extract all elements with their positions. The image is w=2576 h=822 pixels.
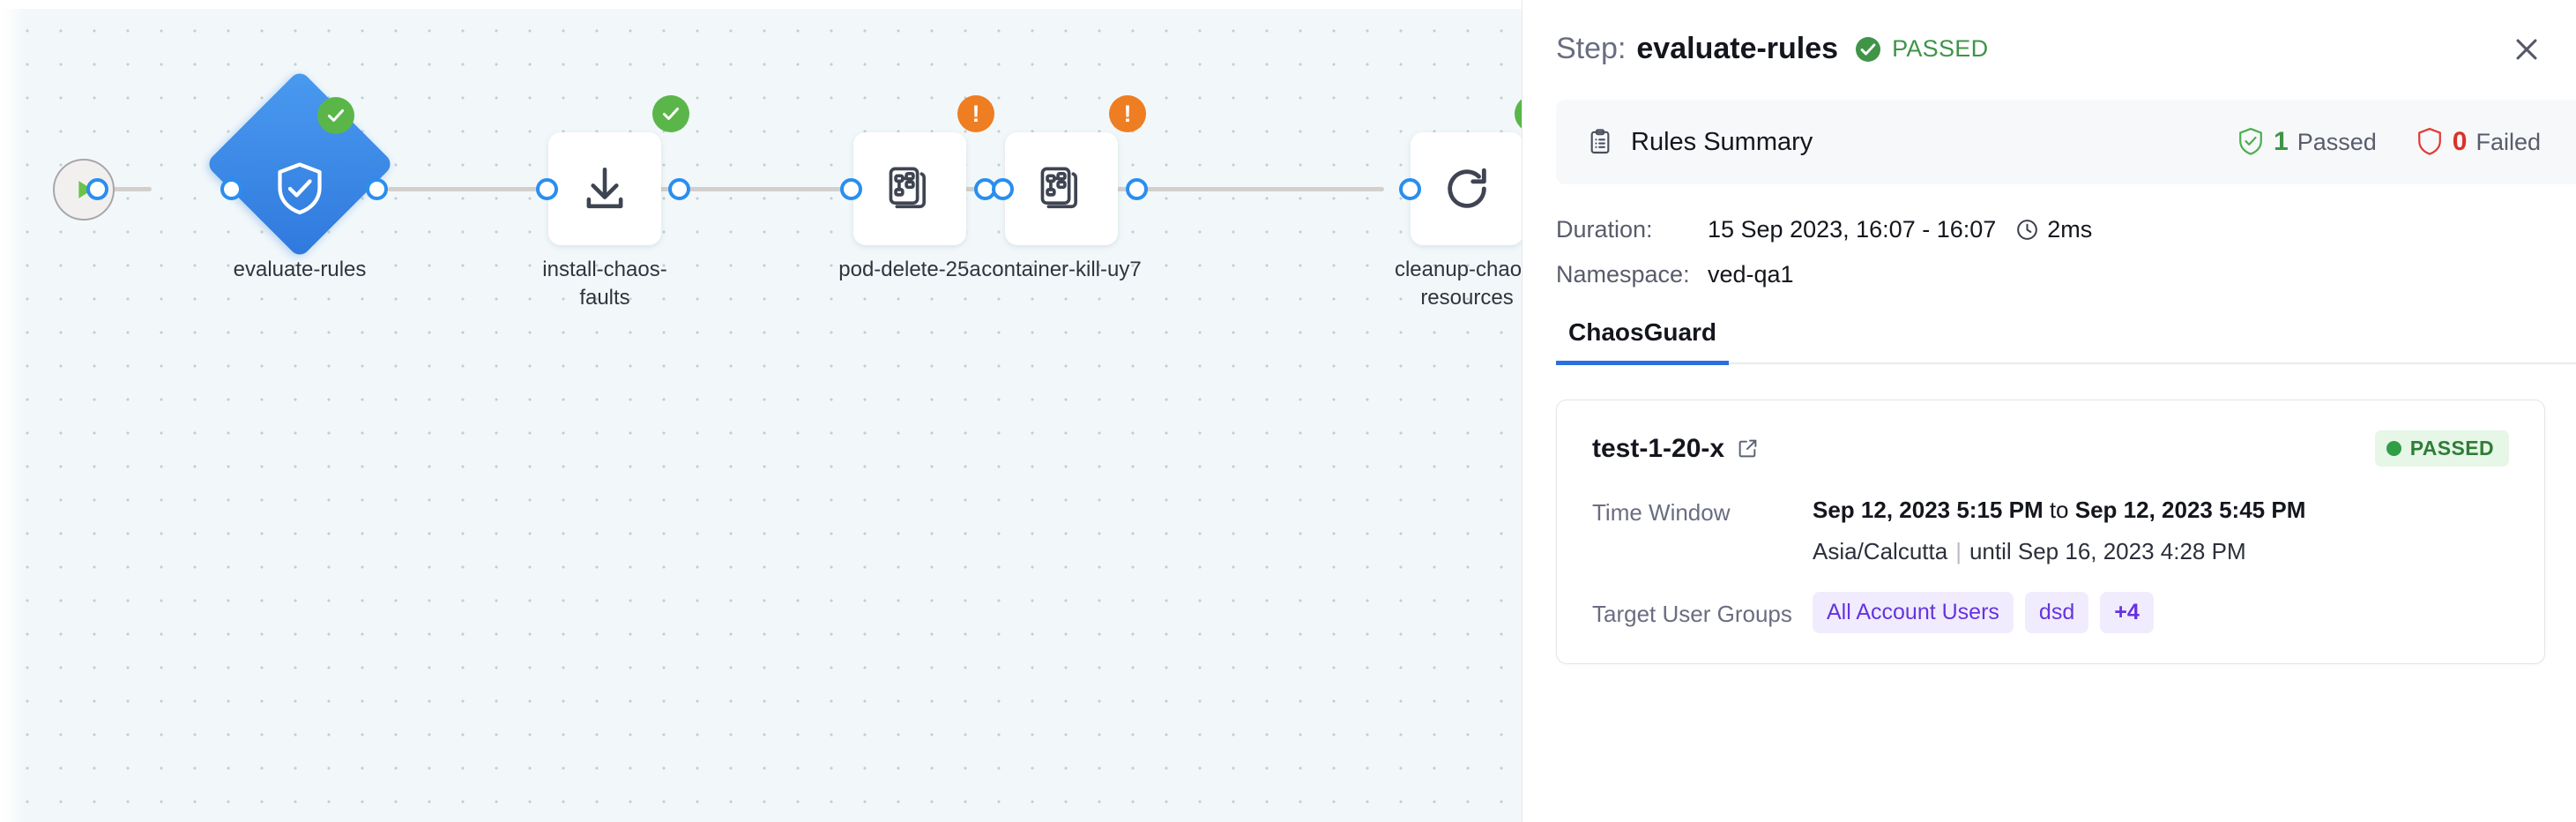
port-dot[interactable] xyxy=(668,178,690,200)
check-icon xyxy=(328,109,344,122)
test-status-badge: PASSED xyxy=(2374,430,2509,467)
rules-passed-stat: 1 Passed xyxy=(2237,127,2377,157)
panel-tabs: ChaosGuard xyxy=(1556,318,2576,365)
time-window-subline: Asia/Calcutta | until Sep 16, 2023 4:28 PM xyxy=(1813,538,2305,565)
group-chip[interactable]: dsd xyxy=(2024,592,2089,633)
test-status-label: PASSED xyxy=(2409,437,2494,460)
canvas-left-fade xyxy=(0,0,23,822)
group-chip[interactable]: All Account Users xyxy=(1813,592,2014,633)
target-user-groups-label: Target User Groups xyxy=(1592,600,1792,627)
time-window-start: Sep 12, 2023 5:15 PM xyxy=(1813,497,2044,523)
panel-header: Step: evaluate-rules PASSED xyxy=(1523,0,2576,66)
status-badge-warning: ! xyxy=(1109,95,1146,132)
check-circle-icon xyxy=(1854,35,1882,64)
time-window-end: Sep 12, 2023 5:45 PM xyxy=(2074,497,2306,523)
exclamation-icon: ! xyxy=(1123,100,1132,127)
port-dot[interactable] xyxy=(220,178,242,200)
node-label: evaluate-rules xyxy=(233,258,367,281)
time-window-value-wrap: Sep 12, 2023 5:15 PM to Sep 12, 2023 5:4… xyxy=(1813,497,2305,565)
duration-elapsed: 2ms xyxy=(2047,216,2093,243)
shield-check-icon xyxy=(2237,127,2265,157)
divider: | xyxy=(1955,538,1962,564)
node-label: container-kill-uy7 xyxy=(981,258,1142,281)
download-icon xyxy=(586,167,623,209)
rules-summary-title: Rules Summary xyxy=(1631,127,1813,156)
node-shape-box[interactable] xyxy=(548,132,661,245)
node-shape-box[interactable] xyxy=(1411,132,1522,245)
test-name: test-1-20-x xyxy=(1592,433,1725,463)
step-label: Step: xyxy=(1556,32,1627,65)
connector-rail xyxy=(97,187,152,191)
chaos-fault-icon xyxy=(889,167,926,209)
node-shape-diamond[interactable] xyxy=(205,69,395,259)
group-chip-overflow[interactable]: +4 xyxy=(2100,592,2154,633)
node-label: install-chaos-faults xyxy=(542,258,667,310)
external-link-icon[interactable] xyxy=(1737,437,1759,460)
duration-value: 15 Sep 2023, 16:07 - 16:07 xyxy=(1708,216,1997,243)
connector-rail xyxy=(1296,187,1384,191)
connector-rail xyxy=(692,187,860,191)
clipboard-icon xyxy=(1586,128,1614,156)
namespace-label: Namespace: xyxy=(1556,261,1690,288)
pipeline-canvas[interactable]: evaluate-rules install-chaos-faults xyxy=(0,0,1522,822)
canvas-top-fade xyxy=(0,0,1522,9)
step-name: evaluate-rules xyxy=(1636,32,1839,65)
timezone-value: Asia/Calcutta xyxy=(1813,538,1948,564)
chaosguard-test-card: test-1-20-x PASSED Time Window xyxy=(1556,400,2545,664)
namespace-value: ved-qa1 xyxy=(1708,261,1794,288)
port-dot[interactable] xyxy=(86,178,108,200)
rules-failed-label: Failed xyxy=(2475,128,2541,155)
rules-passed-label: Passed xyxy=(2297,128,2377,155)
duration-value-wrap: 15 Sep 2023, 16:07 - 16:07 2ms xyxy=(1708,216,2092,243)
play-icon xyxy=(78,181,93,198)
clock-icon xyxy=(2015,218,2039,242)
node-label: cleanup-chaos-resources xyxy=(1394,258,1522,310)
node-label: pod-delete-25a xyxy=(838,258,981,281)
node-shape-box[interactable] xyxy=(1005,132,1118,245)
time-window-joiner: to xyxy=(2043,497,2075,523)
rules-summary-title-wrap: Rules Summary xyxy=(1586,128,2198,157)
status-badge-success xyxy=(1515,95,1522,132)
until-value: until Sep 16, 2023 4:28 PM xyxy=(1969,538,2246,564)
test-card-header: test-1-20-x PASSED xyxy=(1592,430,2509,467)
port-dot[interactable] xyxy=(536,178,558,200)
time-window-range: Sep 12, 2023 5:15 PM to Sep 12, 2023 5:4… xyxy=(1813,497,2305,523)
node-shape-box[interactable] xyxy=(853,132,966,245)
status-badge-success xyxy=(652,95,689,132)
duration-row: Duration: 15 Sep 2023, 16:07 - 16:07 2ms xyxy=(1556,216,2576,243)
port-dot[interactable] xyxy=(992,178,1014,200)
check-icon xyxy=(663,108,679,120)
shield-outline-icon xyxy=(2416,127,2444,157)
refresh-icon xyxy=(1448,168,1486,208)
status-badge-success xyxy=(317,97,354,134)
connector-rail xyxy=(1146,187,1318,191)
chaos-fault-icon xyxy=(1040,167,1077,209)
rules-passed-count: 1 xyxy=(2274,127,2289,156)
tab-chaosguard[interactable]: ChaosGuard xyxy=(1556,318,1730,365)
status-text: PASSED xyxy=(1892,35,1989,62)
target-user-groups-chips: All Account Users dsd +4 xyxy=(1813,592,2154,633)
step-details-panel: Step: evaluate-rules PASSED xyxy=(1522,0,2576,822)
rules-failed-stat: 0 Failed xyxy=(2416,127,2541,157)
status-dot-icon xyxy=(2386,441,2401,456)
port-dot[interactable] xyxy=(1126,178,1148,200)
rules-summary-card: Rules Summary 1 Passed 0 xyxy=(1556,100,2576,184)
step-meta: Duration: 15 Sep 2023, 16:07 - 16:07 2ms… xyxy=(1556,216,2576,288)
port-dot[interactable] xyxy=(1399,178,1421,200)
namespace-row: Namespace: ved-qa1 xyxy=(1556,261,2576,288)
connector-rail xyxy=(388,187,564,191)
target-user-groups-row: Target User Groups All Account Users dsd… xyxy=(1592,592,2509,633)
duration-label: Duration: xyxy=(1556,216,1653,243)
time-window-row: Time Window Sep 12, 2023 5:15 PM to Sep … xyxy=(1592,497,2509,565)
port-dot[interactable] xyxy=(366,178,388,200)
port-dot[interactable] xyxy=(840,178,862,200)
exclamation-icon: ! xyxy=(972,100,980,127)
rules-failed-count: 0 xyxy=(2452,127,2468,156)
status-badge-warning: ! xyxy=(957,95,994,132)
time-window-label: Time Window xyxy=(1592,499,1731,526)
close-icon[interactable] xyxy=(2507,30,2546,69)
